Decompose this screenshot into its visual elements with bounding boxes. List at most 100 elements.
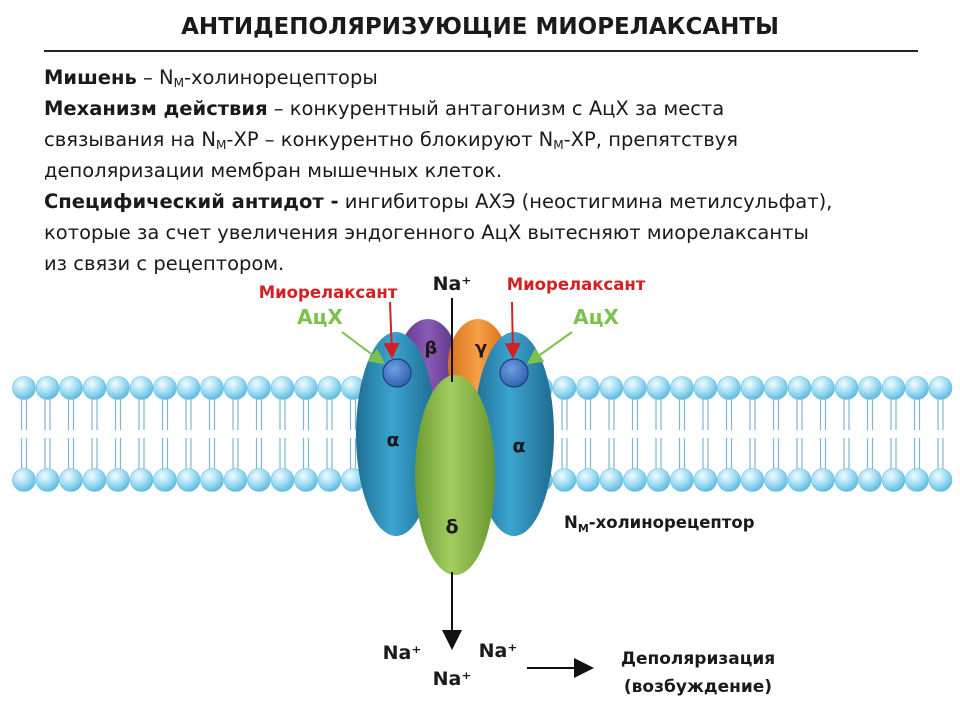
lipid-head [12,376,36,400]
lipid-head [670,376,694,400]
na-top-label: Na⁺ [433,273,472,295]
lipid-head [881,468,906,492]
slide-title: АНТИДЕПОЛЯРИЗУЮЩИЕ МИОРЕЛАКСАНТЫ [181,14,779,40]
lipid-head [223,468,248,492]
target-rest: -холинорецепторы [183,66,378,89]
mechanism-label: Механизм действия [44,97,268,120]
subunit-gamma-label: γ [475,338,487,359]
lipid-head [106,376,130,400]
lipid-head [82,376,107,400]
lipid-head [905,468,929,492]
lipid-head [858,468,882,492]
lipid-head [82,468,107,492]
binding-site-right [499,358,529,388]
lipid-head [59,468,83,492]
lipid-head [905,376,929,400]
subunit-alpha-left-label: α [386,429,399,451]
lipid-head [223,376,248,400]
relaxant-arrow-right [504,301,521,359]
lipid-head [129,468,154,492]
lipid-head [35,376,60,400]
lipid-head [129,376,154,400]
lipid-head [928,468,953,492]
subunit-beta-label: β [425,338,438,359]
antidote-line-2: которые за счет увеличения эндогенного А… [44,221,809,244]
lipid-head [717,376,741,400]
result-label-line-2: (возбуждение) [624,677,772,697]
lipid-head [787,376,812,400]
lipid-head [764,468,788,492]
target-sep: – [136,66,159,89]
target-n: N [158,66,174,89]
receptor [356,319,554,575]
lipid-head [35,468,60,492]
lipid-head [317,468,342,492]
lipid-head [247,468,271,492]
ach-arrow-right [526,331,573,365]
na-bottom-center-label: Na⁺ [433,668,472,690]
lipid-head [576,468,600,492]
relaxant-arrow-left [383,301,400,359]
lipid-head [176,376,201,400]
lipid-head [200,468,224,492]
lipid-head [317,376,342,400]
mechanism-line-3: деполяризации мембран мышечных клеток. [44,159,503,182]
lipid-head [294,376,318,400]
result-label-line-1: Деполяризация [621,649,775,669]
lipid-head [247,376,271,400]
mechanism-line-2: связывания на NM-ХР – конкурентно блокир… [44,124,904,155]
lipid-head [764,376,788,400]
lipid-head [834,376,859,400]
lipid-head [858,376,882,400]
subunit-delta [415,375,495,575]
lipid-head [787,468,812,492]
ach-label-right: АцХ [573,305,619,329]
antidote-text-1: ингибиторы АХЭ (неостигмина метилсульфат… [338,190,833,213]
receptor-label-n: N [564,513,578,532]
lipid-head [12,468,36,492]
lipid-head [599,376,624,400]
ach-arrow-left [341,331,386,365]
mechanism-sub-2: M [553,138,564,153]
lipid-head [552,468,577,492]
lipid-head [693,468,718,492]
lipid-head [834,468,859,492]
lipid-head [646,468,671,492]
antidote-label: Специфический антидот - [44,190,339,213]
lipid-head [693,376,718,400]
lipid-head [928,376,953,400]
mechanism-text-1: – конкурентный антагонизм с АцХ за места [267,97,725,120]
lipid-head [153,468,177,492]
na-bottom-right-label: Na⁺ [479,640,518,662]
na-bottom-left-label: Na⁺ [383,642,422,664]
mechanism-text-2b: -ХР – конкурентно блокируют N [226,128,554,151]
lipid-head [176,468,201,492]
subunit-delta-label: δ [445,516,458,538]
receptor-label: NM-холинорецептор [564,513,755,535]
binding-site-left [382,358,412,388]
lipid-head [881,376,906,400]
text-block: Мишень – NM-холинорецепторы Механизм дей… [44,62,904,279]
mechanism-text-2c: -ХР, препятствуя [563,128,738,151]
lipid-head [106,468,130,492]
subunit-alpha-right-label: α [512,435,525,457]
relaxant-label-left: Миорелаксант [259,283,398,302]
target-line: Мишень – NM-холинорецепторы [44,62,904,93]
lipid-head [740,468,765,492]
relaxant-label-right: Миорелаксант [507,275,646,294]
lipid-head [599,468,624,492]
ach-label-left: АцХ [297,305,343,329]
lipid-head [740,376,765,400]
lipid-head [270,376,295,400]
lipid-head [623,468,647,492]
receptor-label-rest: -холинорецептор [589,513,755,532]
lipid-head [59,376,83,400]
lipid-head [153,376,177,400]
lipid-head [552,376,577,400]
target-label: Мишень [44,66,137,89]
antidote-line-3: из связи с рецептором. [44,252,285,275]
lipid-head [646,376,671,400]
receptor-label-sub: M [578,522,589,535]
mechanism-line-1: Механизм действия – конкурентный антагон… [44,93,904,124]
